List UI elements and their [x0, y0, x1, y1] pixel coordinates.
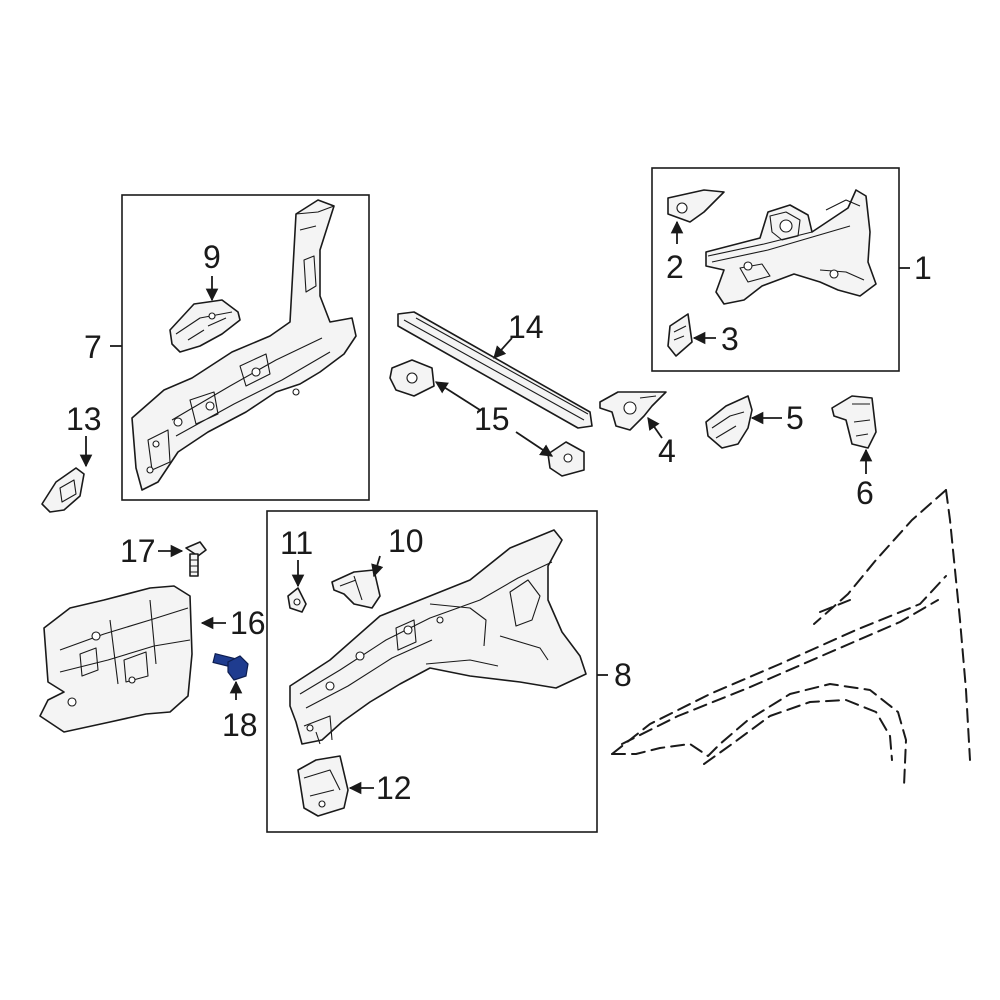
- part-6-bracket: [831, 395, 877, 449]
- part-12-bracket: [297, 755, 349, 817]
- group-box-8: [266, 510, 598, 833]
- callout-12: 12: [376, 770, 412, 806]
- callout-16: 16: [230, 605, 266, 641]
- part-15-bracket-upper: [389, 359, 435, 397]
- callout-6: 6: [856, 475, 874, 511]
- callout-14: 14: [508, 309, 544, 345]
- callout-1: 1: [914, 250, 932, 286]
- part-10-bracket: [331, 569, 381, 609]
- part-9-bracket: [169, 299, 241, 353]
- part-7-apron-rail: [131, 199, 357, 491]
- part-8-side-member: [289, 529, 587, 745]
- leader-15a: [434, 381, 481, 411]
- part-13-clip: [41, 467, 85, 513]
- part-17-bolt: [185, 541, 207, 577]
- part-1-front-frame: [705, 189, 877, 305]
- part-11-clip: [287, 587, 307, 613]
- callout-17: 17: [120, 533, 156, 569]
- part-15-bracket-lower: [547, 441, 585, 477]
- part-3-bracket: [667, 313, 693, 357]
- part-14-support-bar: [397, 311, 593, 429]
- part-5-bracket: [705, 395, 753, 449]
- part-16-crush-box: [39, 585, 193, 733]
- group-box-7: [121, 194, 370, 501]
- callout-9: 9: [203, 239, 221, 275]
- callout-5: 5: [786, 400, 804, 436]
- callout-10: 10: [388, 523, 424, 559]
- callout-15: 15: [474, 401, 510, 437]
- group-box-1: [651, 167, 900, 372]
- leader-4: [647, 416, 663, 439]
- leader-14: [493, 337, 513, 359]
- callout-18: 18: [222, 707, 258, 743]
- callout-4: 4: [658, 433, 676, 469]
- callout-2: 2: [666, 249, 684, 285]
- dashed-fender-outline: [611, 489, 971, 787]
- part-2-plate: [667, 189, 725, 223]
- callout-11: 11: [280, 525, 313, 561]
- callout-7: 7: [84, 329, 102, 365]
- leader-15b: [515, 431, 554, 457]
- part-18-bolt-highlighted: [212, 652, 249, 681]
- callout-3: 3: [721, 321, 739, 357]
- part-4-bracket: [599, 391, 667, 431]
- callout-13: 13: [66, 401, 102, 437]
- leader-10: [371, 555, 384, 578]
- callout-8: 8: [614, 657, 632, 693]
